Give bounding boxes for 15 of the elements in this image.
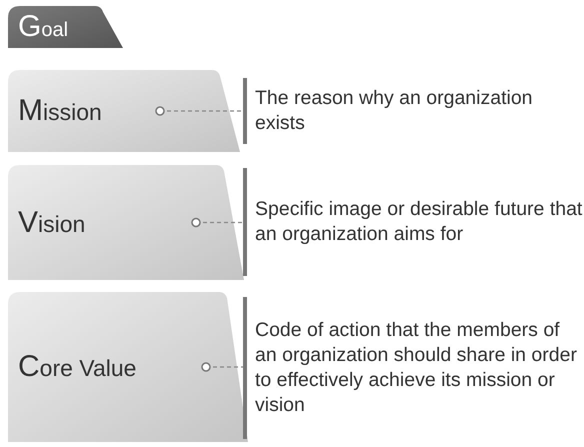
description-text: The reason why an organization exists	[255, 86, 534, 136]
leader-line	[191, 218, 243, 228]
label-shape	[8, 70, 240, 152]
label-shape	[8, 165, 244, 280]
leader-line	[201, 362, 243, 372]
label-text: Core Value	[18, 350, 136, 384]
title-tab	[8, 6, 123, 48]
label-text: Mission	[18, 94, 102, 128]
label-text: Vision	[18, 206, 86, 240]
description-text: Specific image or desirable future that an organization aims for	[255, 197, 583, 247]
description-panel	[243, 168, 583, 276]
label-shape	[8, 292, 248, 442]
leader-line	[155, 106, 243, 116]
description-text: Code of action that the members of an organization should share in order to effectively achieve its mission or vision	[255, 318, 578, 418]
label-text: Goal	[18, 10, 68, 44]
